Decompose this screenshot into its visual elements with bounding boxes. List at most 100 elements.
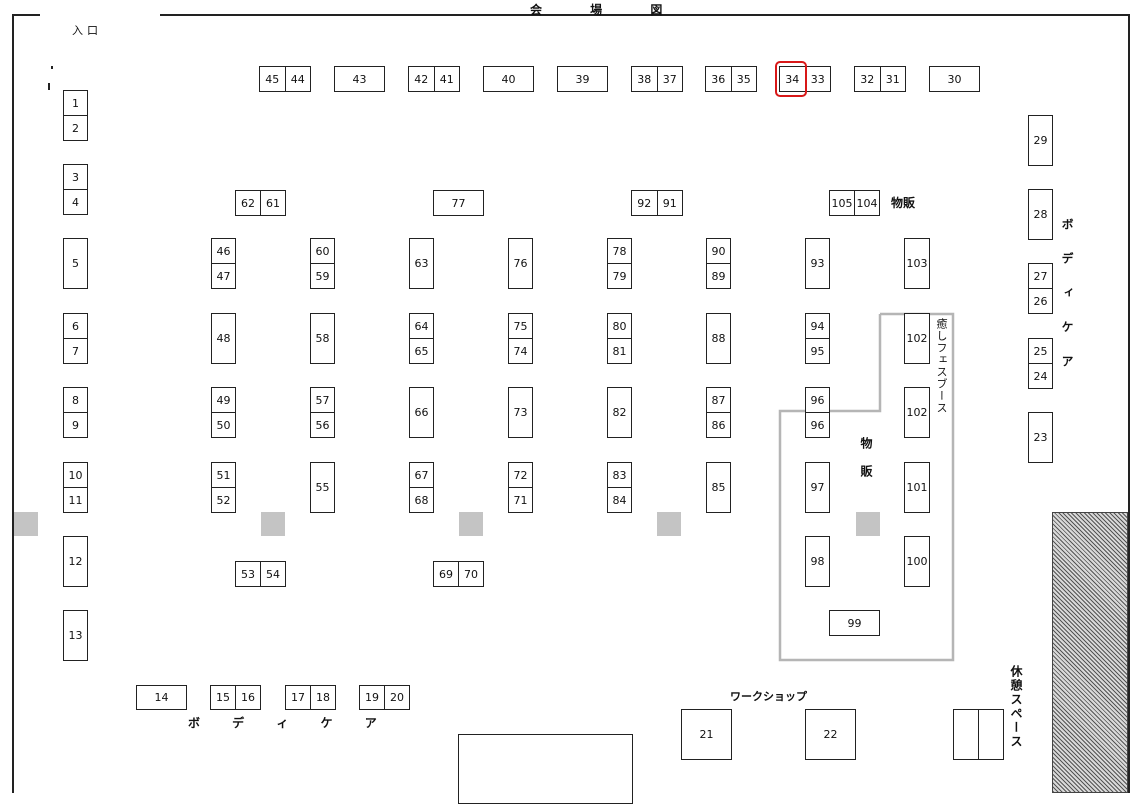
booth-number-27: 27 (1033, 269, 1048, 283)
pillar (459, 512, 483, 536)
booth[interactable]: 40 (483, 66, 534, 92)
booth-number-29: 29 (1033, 134, 1048, 147)
booth[interactable]: 28 (1028, 189, 1053, 240)
booth[interactable]: 21 (681, 709, 732, 760)
booth-number-2: 2 (64, 115, 87, 140)
booth-number-57: 57 (315, 393, 330, 407)
booth-number-79: 79 (608, 263, 631, 288)
booth-number-92: 92 (637, 196, 652, 210)
booth[interactable]: 102 (904, 387, 930, 438)
booth-number-94: 94 (810, 319, 825, 333)
booth[interactable]: 39 (557, 66, 608, 92)
booth[interactable]: 58 (310, 313, 335, 364)
booth[interactable]: 99 (829, 610, 880, 636)
rest-space-bench (953, 709, 1004, 760)
booth-number-52: 52 (212, 487, 235, 512)
booth[interactable]: 103 (904, 238, 930, 289)
booth[interactable]: 88 (706, 313, 731, 364)
booth[interactable]: 98 (805, 536, 830, 587)
goods-area-label: 物 販 (859, 437, 873, 484)
booth[interactable]: 73 (508, 387, 533, 438)
booth[interactable]: 5 (63, 238, 88, 289)
entrance-marker (51, 66, 53, 69)
booth[interactable]: 66 (409, 387, 434, 438)
booth-number-1: 1 (72, 96, 79, 110)
booth-number-17: 17 (291, 691, 305, 704)
booth[interactable]: 23 (1028, 412, 1053, 463)
booth[interactable]: 76 (508, 238, 533, 289)
wall-left (12, 14, 14, 793)
booth[interactable]: 30 (929, 66, 980, 92)
booth[interactable]: 13 (63, 610, 88, 661)
booth[interactable]: 55 (310, 462, 335, 513)
pillar (261, 512, 285, 536)
booth[interactable]: 102 (904, 313, 930, 364)
booth[interactable]: 43 (334, 66, 385, 92)
booth-number-7: 7 (64, 338, 87, 363)
booth[interactable]: 97 (805, 462, 830, 513)
booth-number-12: 12 (68, 555, 83, 568)
booth[interactable]: 14 (136, 685, 187, 710)
booth-number-58: 58 (315, 332, 330, 345)
booth[interactable]: 22 (805, 709, 856, 760)
booth[interactable]: 63 (409, 238, 434, 289)
booth-number-71: 71 (509, 487, 532, 512)
booth[interactable]: 85 (706, 462, 731, 513)
booth-number-11: 11 (64, 487, 87, 512)
booth-number-69: 69 (439, 567, 453, 581)
body-care-label-right: ボ デ ィ ケ ア (1060, 218, 1074, 376)
booth[interactable]: 77 (433, 190, 484, 216)
booth[interactable]: 100 (904, 536, 930, 587)
booth-number-5: 5 (72, 257, 79, 270)
booth-number-86: 86 (707, 412, 730, 437)
booth-number-102: 102 (906, 406, 928, 419)
booth-number-21: 21 (699, 728, 714, 741)
booth[interactable]: 48 (211, 313, 236, 364)
booth-number-96: 96 (806, 412, 829, 437)
booth-number-76: 76 (513, 257, 528, 270)
booth[interactable]: 29 (1028, 115, 1053, 166)
booth[interactable]: 93 (805, 238, 830, 289)
booth-number-3: 3 (72, 170, 79, 184)
booth[interactable]: 12 (63, 536, 88, 587)
booth[interactable]: 101 (904, 462, 930, 513)
booth[interactable]: 82 (607, 387, 632, 438)
